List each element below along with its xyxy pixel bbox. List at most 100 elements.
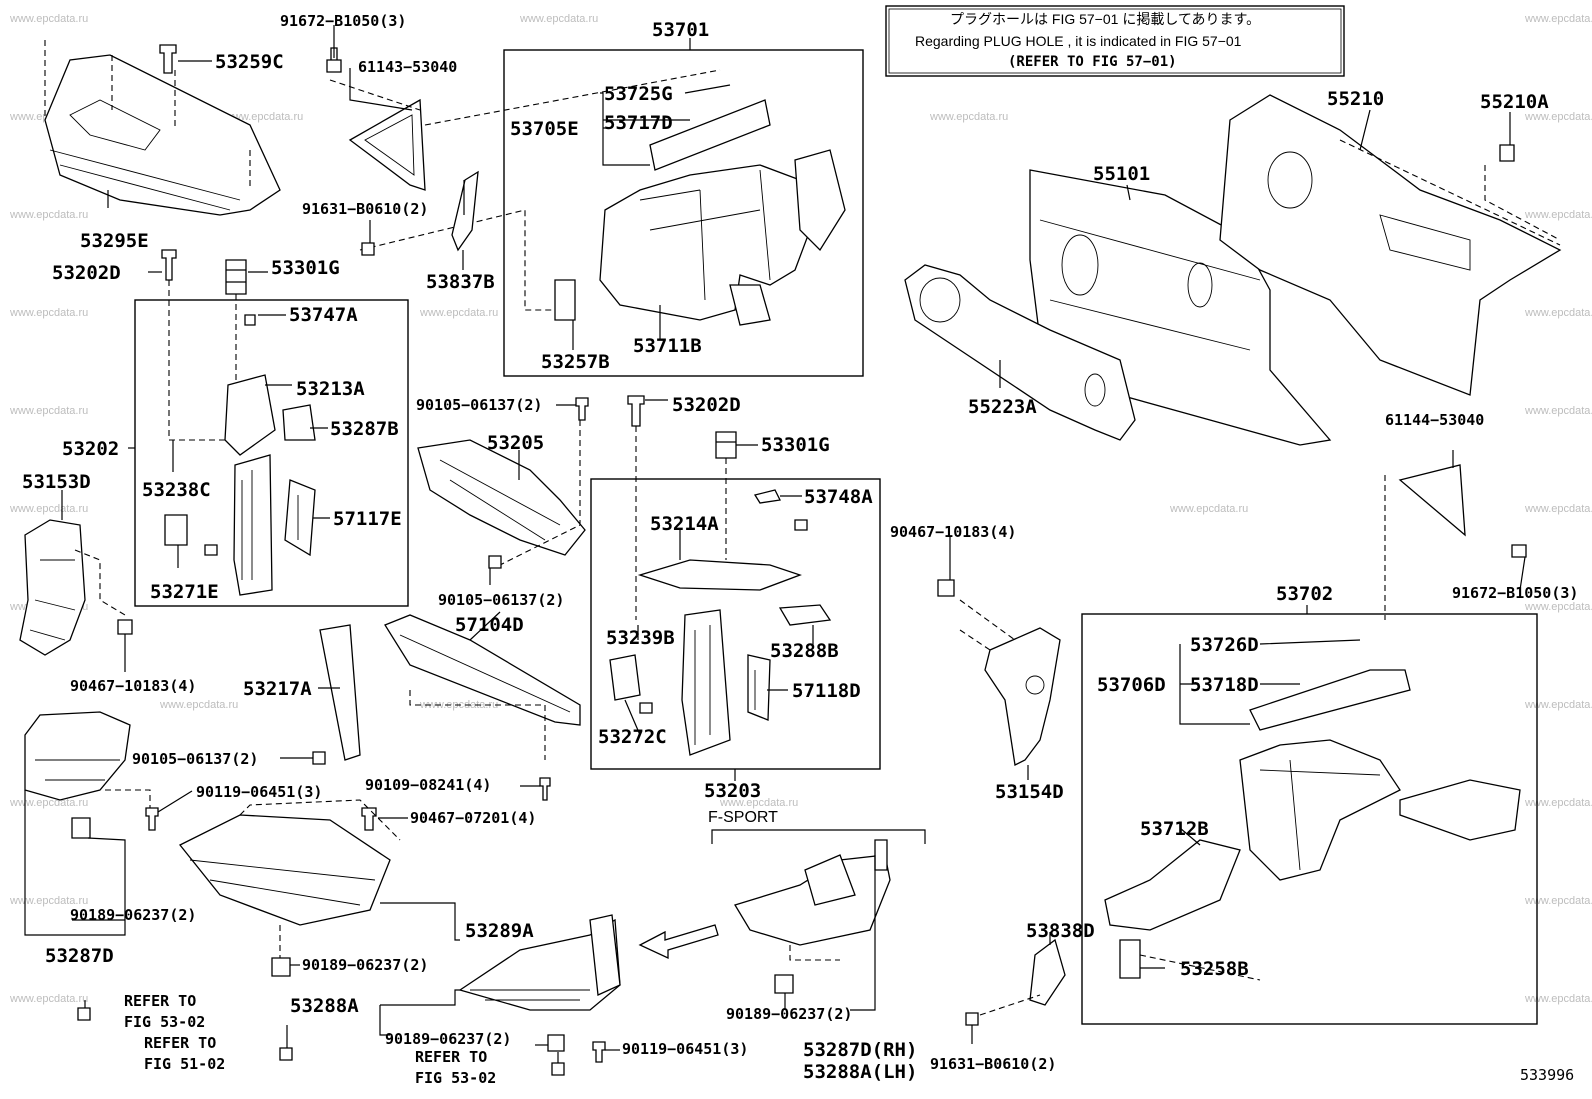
label-53837b: 53837B <box>426 271 495 293</box>
svg-text:www.epcdata.ru: www.epcdata.ru <box>1524 993 1592 1005</box>
undercover-53289a-shape <box>178 799 401 926</box>
svg-text:www.epcdata.ru: www.epcdata.ru <box>9 13 88 25</box>
label-53257b: 53257B <box>541 351 610 373</box>
ref-clip-1-shape <box>77 1007 91 1021</box>
bolt-90105b-shape <box>488 555 502 569</box>
label-53203: 53203 <box>704 780 761 802</box>
svg-text:www.epcdata.ru: www.epcdata.ru <box>9 307 88 319</box>
label-55210: 55210 <box>1327 88 1384 110</box>
label-61143-53040: 61143−53040 <box>358 58 457 76</box>
label-53214a: 53214A <box>650 513 719 535</box>
svg-text:www.epcdata.ru: www.epcdata.ru <box>519 13 598 25</box>
label-53202d-center: 53202D <box>672 394 741 416</box>
svg-text:www.epcdata.ru: www.epcdata.ru <box>159 699 238 711</box>
label-53154d: 53154D <box>995 781 1064 803</box>
part-labels: 91672−B1050(3) 53259C 61143−53040 53701 … <box>22 12 1578 1087</box>
label-53747a: 53747A <box>289 304 358 326</box>
label-90119-06451-low: 90119−06451(3) <box>622 1040 748 1058</box>
svg-text:www.epcdata.ru: www.epcdata.ru <box>9 503 88 515</box>
label-53706d: 53706D <box>1097 674 1166 696</box>
mudguard-53287d-shape <box>24 711 151 815</box>
label-53272c: 53272C <box>598 726 667 748</box>
label-53271e: 53271E <box>150 581 219 603</box>
bracket-61143-shape <box>348 98 426 191</box>
label-53287b: 53287B <box>330 418 399 440</box>
label-91631-b0610-low: 91631−B0610(2) <box>930 1055 1056 1073</box>
label-f-sport: F-SPORT <box>708 809 778 826</box>
svg-text:www.epcdata.ru: www.epcdata.ru <box>1524 13 1592 25</box>
bolt-91672-shape <box>326 47 342 73</box>
svg-text:www.epcdata.ru: www.epcdata.ru <box>1524 797 1592 809</box>
insulator-55223a-shape <box>904 264 1136 441</box>
svg-text:www.epcdata.ru: www.epcdata.ru <box>9 797 88 809</box>
label-53287d-rh: 53287D(RH) <box>803 1039 917 1061</box>
support-53202-shapes <box>164 314 316 596</box>
cushion-53301g-b-shape <box>715 431 737 459</box>
svg-text:www.epcdata.ru: www.epcdata.ru <box>224 111 303 123</box>
label-53288a: 53288A <box>290 995 359 1017</box>
label-90109-08241: 90109−08241(4) <box>365 776 491 794</box>
label-53301g-center: 53301G <box>761 434 830 456</box>
label-53259c: 53259C <box>215 51 284 73</box>
svg-text:www.epcdata.ru: www.epcdata.ru <box>1524 601 1592 613</box>
label-53289a: 53289A <box>465 920 534 942</box>
clip-90119b-shape <box>592 1041 606 1063</box>
label-53712b: 53712B <box>1140 818 1209 840</box>
label-53217a: 53217A <box>243 678 312 700</box>
clip-53259c-shape <box>159 44 177 74</box>
bolt-91631b-shape <box>965 1012 979 1026</box>
svg-text:www.epcdata.ru: www.epcdata.ru <box>1524 111 1592 123</box>
plug-hole-note: プラグホールは FIG 57−01 に掲載してあります。 Regarding P… <box>885 5 1345 77</box>
clip-90467b-shape <box>937 579 955 597</box>
mudguard-53288a-shape <box>458 914 621 1011</box>
label-90105-06137-top: 90105−06137(2) <box>416 396 542 414</box>
bracket-61144-shape <box>1384 464 1466 620</box>
label-53288a-lh: 53288A(LH) <box>803 1061 917 1083</box>
label-53295e: 53295E <box>80 230 149 252</box>
shield-53154d-shape <box>959 599 1061 766</box>
svg-text:www.epcdata.ru: www.epcdata.ru <box>1524 503 1592 515</box>
label-53702: 53702 <box>1276 583 1333 605</box>
svg-text:www.epcdata.ru: www.epcdata.ru <box>9 209 88 221</box>
refer-note-3b: FIG 53-02 <box>415 1069 496 1087</box>
label-53202d-left: 53202D <box>52 262 121 284</box>
clip-90189c-shape <box>774 974 794 994</box>
clip-90189d-shape <box>547 1034 565 1052</box>
crossmember-57104d-shape <box>384 614 581 726</box>
svg-text:www.epcdata.ru: www.epcdata.ru <box>1524 895 1592 907</box>
label-53705e: 53705E <box>510 118 579 140</box>
svg-text:www.epcdata.ru: www.epcdata.ru <box>1524 209 1592 221</box>
bolt-53202d-a-shape <box>161 249 177 281</box>
clip-90467c-shape <box>361 807 377 831</box>
svg-text:www.epcdata.ru: www.epcdata.ru <box>1524 307 1592 319</box>
label-53718d: 53718D <box>1190 674 1259 696</box>
label-53287d: 53287D <box>45 945 114 967</box>
arrow-shape <box>638 924 719 960</box>
label-53725g: 53725G <box>604 83 673 105</box>
label-61144-53040: 61144−53040 <box>1385 411 1484 429</box>
refer-note-1b: FIG 53-02 <box>124 1013 205 1031</box>
label-90467-10183-mid: 90467−10183(4) <box>890 523 1016 541</box>
label-90119-06451-left: 90119−06451(3) <box>196 783 322 801</box>
svg-text:www.epcdata.ru: www.epcdata.ru <box>1169 503 1248 515</box>
bolt-91631a-shape <box>361 242 375 256</box>
label-53205: 53205 <box>487 432 544 454</box>
svg-text:www.epcdata.ru: www.epcdata.ru <box>9 895 88 907</box>
note-line-english: Regarding PLUG HOLE , it is indicated in… <box>915 33 1242 49</box>
label-90189-06237-center: 90189−06237(2) <box>302 956 428 974</box>
refer-note-2a: REFER TO <box>144 1034 216 1052</box>
svg-text:www.epcdata.ru: www.epcdata.ru <box>1524 699 1592 711</box>
undercover-53295e-shape <box>44 40 281 216</box>
bracket-53837b-shape <box>451 170 479 252</box>
bolt-91672b-shape <box>1511 544 1527 558</box>
cover-53205-shape <box>417 410 586 566</box>
bolt-90105c-shape <box>312 751 326 765</box>
shield-53153d-shape <box>19 519 126 656</box>
label-53701: 53701 <box>652 19 709 41</box>
label-53202: 53202 <box>62 438 119 460</box>
support-53203-shapes <box>609 489 832 756</box>
label-91672-b1050-right: 91672−B1050(3) <box>1452 584 1578 602</box>
label-90189-06237-fsport: 90189−06237(2) <box>726 1005 852 1023</box>
label-57118d: 57118D <box>792 680 861 702</box>
